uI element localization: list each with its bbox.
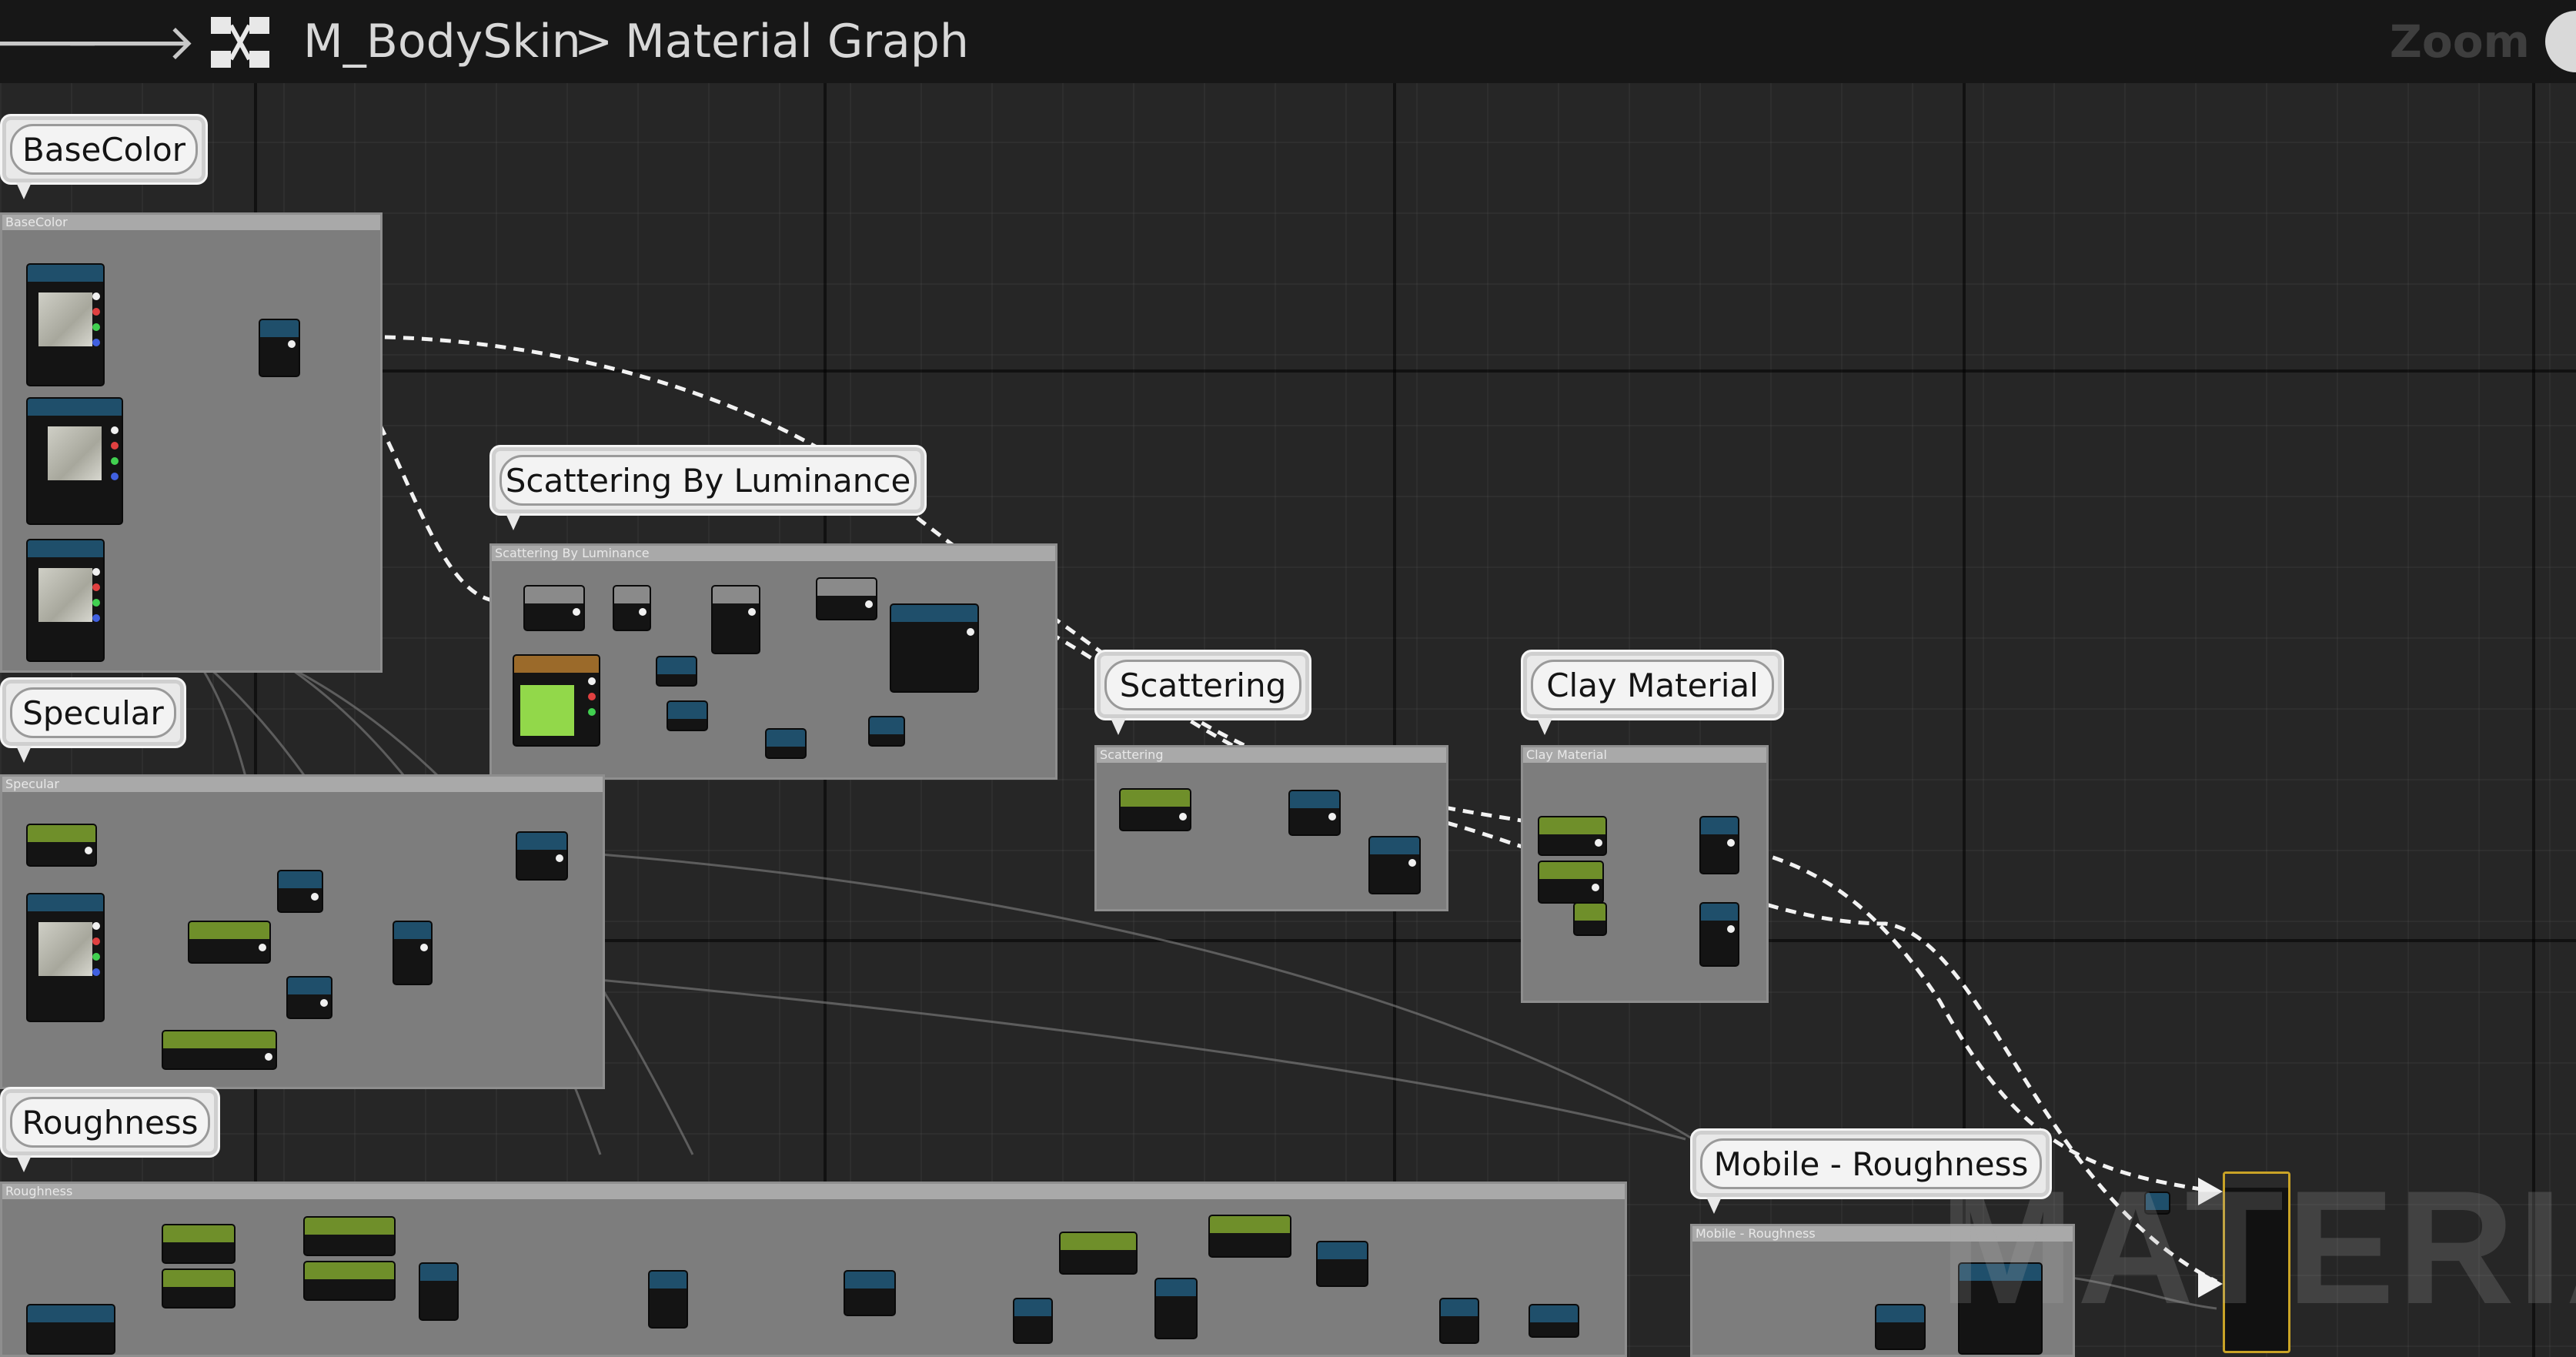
- texture-sample-node[interactable]: [26, 893, 105, 1022]
- math-node[interactable]: [667, 700, 708, 731]
- math-node[interactable]: [844, 1270, 896, 1316]
- math-node[interactable]: [1154, 1278, 1198, 1339]
- comment-header: Scattering By Luminance: [492, 546, 1055, 561]
- texture-sample-node[interactable]: [26, 397, 123, 525]
- breadcrumb-graph: Material Graph: [625, 15, 969, 69]
- comment-bubble-label: Clay Material: [1546, 666, 1759, 704]
- scalar-parameter-node[interactable]: [303, 1216, 396, 1256]
- comment-header: Specular: [2, 777, 603, 792]
- comment-header: Mobile - Roughness: [1692, 1226, 2073, 1242]
- breadcrumb-separator: >: [574, 15, 613, 69]
- math-node[interactable]: [711, 585, 760, 654]
- scalar-parameter-node[interactable]: [188, 921, 271, 964]
- scalar-parameter-node[interactable]: [1208, 1215, 1291, 1258]
- scalar-parameter-node[interactable]: [1573, 902, 1607, 936]
- scalar-parameter-node[interactable]: [162, 1030, 277, 1070]
- scalar-parameter-node[interactable]: [26, 824, 97, 867]
- mobile-roughness-comment-bubble[interactable]: Mobile - Roughness: [1690, 1128, 2052, 1214]
- texture-sample-node[interactable]: [26, 263, 105, 386]
- multiply-node[interactable]: [1288, 790, 1341, 836]
- zoom-icon[interactable]: [2545, 11, 2576, 72]
- texture-sample-node[interactable]: [26, 1304, 115, 1355]
- scattering-by-luminance-comment-bubble[interactable]: Scattering By Luminance: [489, 445, 927, 530]
- math-node[interactable]: [765, 728, 807, 759]
- custom-node[interactable]: [1958, 1262, 2043, 1355]
- basecolor-comment-bubble[interactable]: BaseColor: [0, 114, 208, 199]
- math-node[interactable]: [277, 870, 323, 913]
- graph-icon[interactable]: [208, 14, 272, 71]
- lerp-node[interactable]: [393, 921, 433, 985]
- math-node[interactable]: [1529, 1304, 1579, 1338]
- comment-header: BaseColor: [2, 215, 380, 230]
- math-node[interactable]: [286, 976, 332, 1019]
- math-node[interactable]: [868, 716, 905, 747]
- texture-sample-node[interactable]: [26, 539, 105, 662]
- comment-bubble-label: Scattering By Luminance: [505, 461, 911, 500]
- scalar-parameter-node[interactable]: [1059, 1232, 1138, 1275]
- lerp-node[interactable]: [1699, 902, 1739, 967]
- material-output-node[interactable]: [2223, 1171, 2290, 1353]
- scalar-parameter-node[interactable]: [1119, 788, 1191, 831]
- custom-node[interactable]: [890, 603, 979, 693]
- multiply-node[interactable]: [523, 585, 585, 631]
- math-node[interactable]: [613, 585, 651, 631]
- math-node[interactable]: [1439, 1298, 1479, 1344]
- zoom-label: Zoom: [2389, 15, 2530, 68]
- scattering-comment-bubble[interactable]: Scattering: [1094, 650, 1311, 735]
- comment-bubble-label: BaseColor: [22, 130, 185, 169]
- math-node[interactable]: [816, 577, 877, 620]
- scalar-parameter-node[interactable]: [162, 1224, 236, 1264]
- lerp-node[interactable]: [1699, 816, 1739, 874]
- multiply-node[interactable]: [516, 831, 568, 881]
- scalar-parameter-node[interactable]: [303, 1261, 396, 1301]
- reroute-node[interactable]: [2144, 1192, 2170, 1215]
- math-node[interactable]: [656, 656, 697, 687]
- comment-bubble-label: Roughness: [22, 1103, 199, 1141]
- lerp-node[interactable]: [259, 319, 300, 377]
- scalar-parameter-node[interactable]: [1538, 816, 1607, 856]
- math-node[interactable]: [1875, 1304, 1926, 1350]
- clay-material-comment-bubble[interactable]: Clay Material: [1521, 650, 1784, 735]
- comment-header: Roughness: [2, 1184, 1625, 1199]
- back-arrow-icon[interactable]: 🡐: [0, 14, 101, 72]
- multiply-node[interactable]: [1316, 1241, 1368, 1287]
- math-node[interactable]: [648, 1270, 688, 1329]
- scalar-parameter-node[interactable]: [1538, 861, 1604, 904]
- scalar-parameter-node[interactable]: [162, 1268, 236, 1309]
- comment-bubble-label: Scattering: [1119, 666, 1287, 704]
- math-node[interactable]: [419, 1262, 459, 1321]
- roughness-comment[interactable]: Roughness: [0, 1182, 1627, 1357]
- forward-arrow-icon[interactable]: 🡒: [64, 14, 196, 72]
- vector-parameter-node[interactable]: [513, 654, 600, 747]
- math-node[interactable]: [1368, 836, 1421, 894]
- comment-header: Clay Material: [1523, 747, 1766, 763]
- breadcrumb-asset[interactable]: M_BodySkin: [303, 15, 581, 69]
- comment-bubble-label: Specular: [22, 694, 164, 732]
- roughness-comment-bubble[interactable]: Roughness: [0, 1087, 220, 1172]
- comment-header: Scattering: [1097, 747, 1446, 763]
- specular-comment-bubble[interactable]: Specular: [0, 677, 186, 763]
- graph-toolbar: 🡐 🡒 M_BodySkin > Material Graph Zoom: [0, 0, 2576, 83]
- math-node[interactable]: [1013, 1298, 1053, 1344]
- comment-bubble-label: Mobile - Roughness: [1713, 1145, 2029, 1183]
